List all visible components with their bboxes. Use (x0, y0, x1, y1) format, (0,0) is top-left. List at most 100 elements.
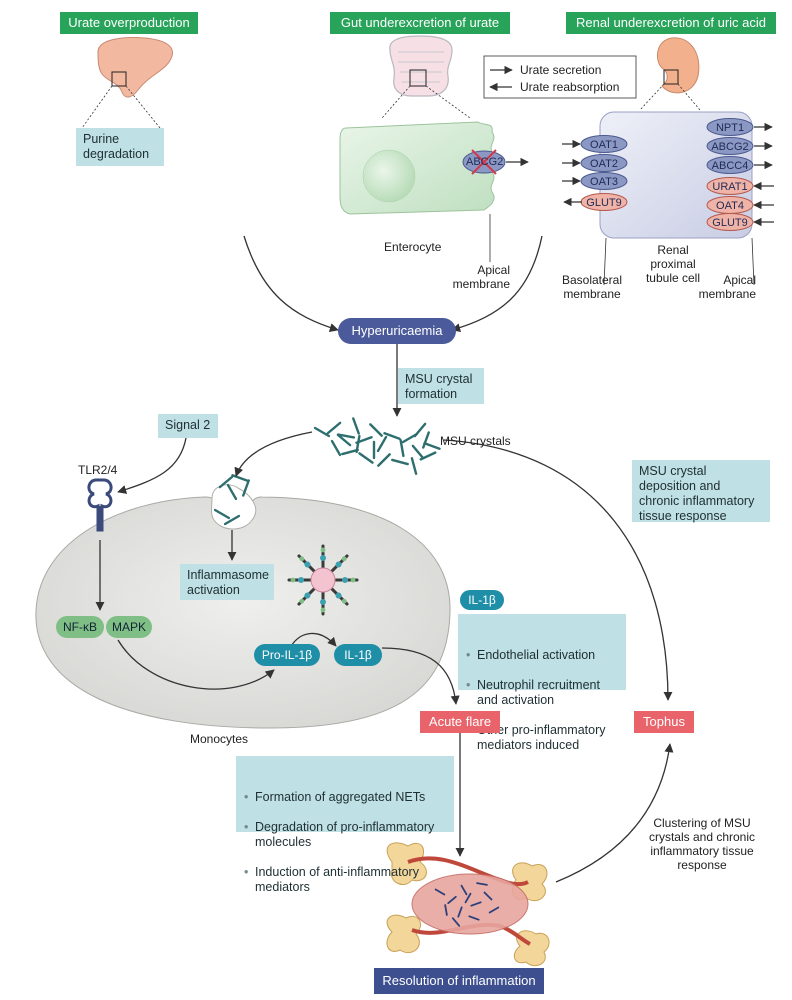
renal-apical-membrane-label: Apical membrane (698, 273, 756, 301)
inflammasome-node (320, 547, 326, 553)
inflammasome-node (335, 561, 342, 568)
il1b-badge-label: IL-1β (468, 593, 496, 607)
renal-transporter-right-2: ABCG2 (706, 137, 773, 155)
kidney-icon (639, 37, 701, 111)
net-crystal (444, 904, 448, 916)
crystal-shard (336, 433, 356, 439)
legend-secretion-label: Urate secretion (520, 63, 602, 77)
acute-flare-box: Acute flare (420, 711, 500, 733)
net-crystal (447, 895, 457, 905)
renal-transporter-right-4: URAT1 (706, 177, 774, 195)
tlr-label: TLR2/4 (78, 463, 118, 477)
nfkb-node: NF-κB (56, 616, 104, 638)
inflammasome-box: Inflammasome activation (180, 564, 274, 600)
crystal-shard (410, 457, 418, 475)
intestine-icon (381, 35, 471, 119)
renal-transporter-left-label-1: OAT1 (590, 139, 618, 151)
renal-transporter-right-3: ABCC4 (706, 156, 773, 174)
net-crystal (470, 901, 482, 907)
inflammasome-node (299, 598, 305, 604)
inflammasome-node (320, 599, 326, 605)
nets-item-aggregated: Formation of aggregated NETs (244, 790, 447, 805)
crystal-shard (358, 452, 374, 464)
renal-transporter-left-label-3: OAT3 (590, 176, 618, 188)
inflammasome-node (290, 577, 296, 583)
pro-il1b-node: Pro-IL-1β (254, 644, 320, 666)
inflammasome-node (320, 607, 326, 613)
monocytes-label: Monocytes (190, 732, 249, 746)
il1b-badge: IL-1β (460, 590, 504, 610)
renal-transporter-right-label-1: NPT1 (716, 122, 744, 134)
inflammasome-icon (287, 544, 359, 616)
signal-2-box: Signal 2 (158, 414, 218, 438)
renal-transporter-left-3: OAT3 (562, 172, 628, 190)
renal-transporter-right-label-3: ABCC4 (712, 160, 749, 172)
inflammasome-node (320, 555, 326, 561)
crystal-shard (330, 439, 342, 457)
crystal-shard (341, 448, 359, 456)
header-gut-underexcretion: Gut underexcretion of urate (330, 12, 510, 34)
inflammasome-node (298, 577, 304, 583)
effect-neutrophil: Neutrophil recruitment and activation (466, 678, 619, 708)
crystal-shard (399, 438, 405, 458)
renal-transporter-left-1: OAT1 (562, 135, 628, 153)
il1b-node: IL-1β (334, 644, 382, 666)
mapk-node: MAPK (106, 616, 152, 638)
inflammasome-node (341, 556, 347, 562)
pro-il1b-label: Pro-IL-1β (261, 648, 313, 662)
net-crystal (488, 906, 500, 914)
hyperuricaemia-label: Hyperuricaemia (351, 323, 443, 338)
crystal-shard (223, 514, 241, 526)
crystal-shard (419, 451, 437, 461)
enterocyte-cell (339, 121, 529, 262)
crystal-shard (422, 431, 430, 449)
renal-transporter-right-label-2: ABCG2 (711, 141, 748, 153)
renal-transporter-left-4: GLUT9 (563, 193, 628, 211)
net-crystal-fragments (434, 882, 500, 927)
abcg2-transporter-label: ABCG2 (466, 156, 504, 168)
inflammasome-node (350, 577, 356, 583)
legend-arrows (483, 55, 637, 99)
deposition-box: MSU crystal deposition and chronic infla… (632, 460, 770, 523)
tophus-box: Tophus (634, 711, 694, 733)
crystal-shard (336, 433, 352, 447)
renal-transporter-right-label-5: OAT4 (716, 200, 744, 212)
tlr-receptor-icon (87, 478, 113, 532)
net-crystal (457, 906, 463, 918)
crystal-shard (352, 417, 360, 435)
msu-crystals-label: MSU crystals (440, 434, 511, 448)
crystal-shard (423, 442, 441, 450)
il1b-effects-box: Endothelial activation Neutrophil recrui… (458, 614, 626, 752)
nfkb-label: NF-κB (63, 620, 97, 634)
net-crystal (476, 882, 488, 886)
inflammasome-node (335, 592, 342, 599)
renal-transporter-left-label-4: GLUT9 (586, 197, 621, 209)
inflammasome-node (304, 561, 311, 568)
flow-arrows (95, 235, 674, 883)
inflammasome-node (299, 556, 305, 562)
clustering-label: Clustering of MSU crystals and chronic i… (648, 816, 756, 872)
basolateral-membrane-label: Basolateral membrane (561, 273, 623, 301)
legend-reabsorption-label: Urate reabsorption (520, 80, 620, 94)
enterocyte-label: Enterocyte (384, 240, 442, 254)
crystal-shard (231, 474, 249, 482)
renal-transporter-right-1: NPT1 (706, 118, 773, 136)
nets-item-degradation: Degradation of pro-inflammatory molecule… (244, 820, 447, 850)
crystal-shard (391, 458, 409, 466)
inflammasome-node (341, 598, 347, 604)
net-crystal (483, 891, 493, 901)
crystal-shard (377, 453, 391, 467)
effect-endothelial: Endothelial activation (466, 648, 619, 663)
renal-transporter-left-2: OAT2 (562, 154, 628, 172)
nets-item-induction: Induction of anti-inflammatory mediators (244, 865, 447, 895)
header-urate-overproduction: Urate overproduction (60, 12, 198, 34)
crystal-shard (218, 475, 234, 489)
inflammasome-node (304, 592, 311, 599)
crystal-shard (411, 444, 425, 460)
renal-transporter-right-5: OAT4 (706, 196, 774, 214)
inflammasome-core (310, 567, 336, 593)
net-crystal (468, 915, 480, 921)
crystal-shard (226, 483, 238, 501)
crystal-shard (213, 508, 231, 520)
crystal-shard (326, 421, 342, 435)
